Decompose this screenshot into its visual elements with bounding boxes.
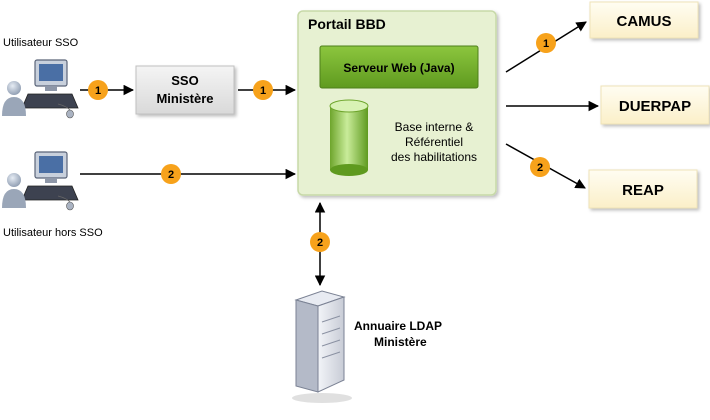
step-badge-user-portal: 2 <box>161 164 181 184</box>
user-non-sso-label: Utilisateur hors SSO <box>3 227 103 239</box>
app-box-camus: CAMUS <box>589 1 699 39</box>
sso-label-line1: SSO <box>171 73 198 88</box>
step-badge-label: 1 <box>260 85 266 97</box>
sso-label-line2: Ministère <box>156 91 213 106</box>
step-badge-camus: 1 <box>536 33 556 53</box>
app-label-reap: REAP <box>622 182 664 199</box>
step-badge-label: 2 <box>317 237 323 249</box>
portal-title: Portail BBD <box>308 16 386 32</box>
step-badge-reap: 2 <box>530 157 550 177</box>
ldap-label-line1: Annuaire LDAP <box>354 319 442 333</box>
user-sso-computer-icon <box>21 59 79 119</box>
ldap-label-line2: Ministère <box>374 335 427 349</box>
step-badge-label: 2 <box>537 162 543 174</box>
portal-container: Portail BBD Serveur Web (Java) Base inte… <box>297 10 497 196</box>
app-label-duerpap: DUERPAP <box>619 98 691 115</box>
step-badge-user-sso: 1 <box>88 80 108 100</box>
web-server-label: Serveur Web (Java) <box>343 61 454 75</box>
database-label-line3: des habilitations <box>391 150 477 164</box>
app-box-reap: REAP <box>588 169 698 209</box>
user-non-sso-person-icon <box>2 173 26 208</box>
user-sso-person-icon <box>2 81 26 116</box>
step-badge-sso-portal: 1 <box>253 80 273 100</box>
step-badge-label: 1 <box>543 38 549 50</box>
user-sso-label: Utilisateur SSO <box>3 37 79 49</box>
app-label-camus: CAMUS <box>617 13 672 30</box>
database-cylinder-icon <box>329 99 369 176</box>
step-badge-label: 2 <box>168 169 174 181</box>
app-box-duerpap: DUERPAP <box>600 85 710 125</box>
database-label-line2: Référentiel <box>405 135 463 149</box>
sso-box: SSO Ministère <box>135 65 235 115</box>
user-non-sso-computer-icon <box>21 151 79 211</box>
step-badge-label: 1 <box>95 85 101 97</box>
step-badge-ldap: 2 <box>310 232 330 252</box>
web-server-box: Serveur Web (Java) <box>319 45 479 89</box>
database-label-line1: Base interne & <box>395 120 474 134</box>
ldap-server-icon <box>292 290 352 403</box>
